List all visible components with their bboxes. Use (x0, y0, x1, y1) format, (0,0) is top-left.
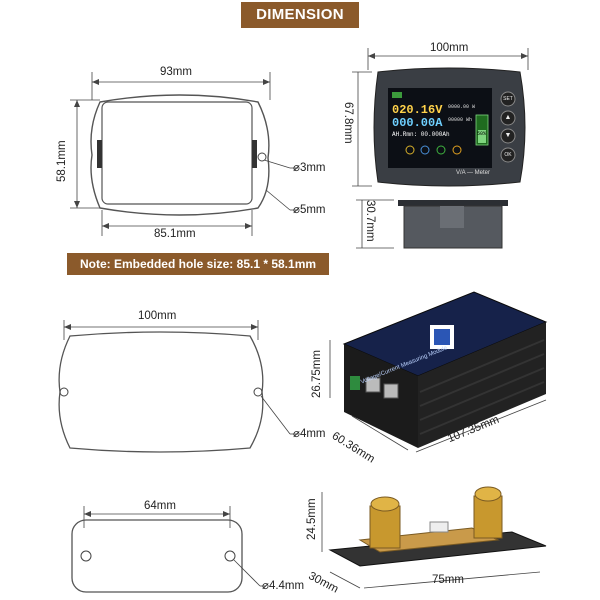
panel3-width-label: 64mm (144, 500, 176, 512)
ok-button-label: OK (504, 152, 512, 158)
panel1-hole-large-label: ⌀5mm (293, 204, 326, 216)
hole-small-value: 3mm (299, 162, 326, 174)
meter-voltage: 020.16V (392, 103, 443, 117)
shunt-height-label: 24.5mm (306, 498, 318, 540)
meter-caption: V/A — Meter (456, 170, 491, 176)
panel2-width-label: 100mm (138, 310, 177, 322)
down-button-label: ▼ (504, 132, 512, 139)
title-banner: DIMENSION (241, 2, 359, 28)
panel1-hole-small-label: ⌀3mm (293, 162, 326, 174)
up-button-label: ▲ (504, 114, 512, 121)
set-button-label: SET (503, 96, 513, 102)
panel3-hole-value: 4.4mm (268, 580, 305, 592)
panel3-hole-label: ⌀4.4mm (262, 580, 305, 592)
meter-power: 0000.00 W (448, 104, 476, 110)
panel1-width-label: 93mm (160, 66, 192, 78)
meter-ah: AH.Rmn: 00.000Ah (392, 131, 450, 138)
shunt-length-label: 75mm (432, 574, 464, 586)
meter-current: 000.00A (392, 116, 443, 130)
meter-percent: 50% (477, 131, 487, 137)
panel1-inner-width-label: 85.1mm (154, 228, 196, 240)
note-banner: Note: Embedded hole size: 85.1 * 58.1mm (67, 253, 329, 275)
hole-large-value: 5mm (299, 204, 326, 216)
panel2-hole-value: 4mm (299, 428, 326, 440)
meter-width-label: 100mm (430, 42, 469, 54)
meter-energy: 00000 Wh (448, 117, 473, 123)
panel2-hole-label: ⌀4mm (293, 428, 326, 440)
